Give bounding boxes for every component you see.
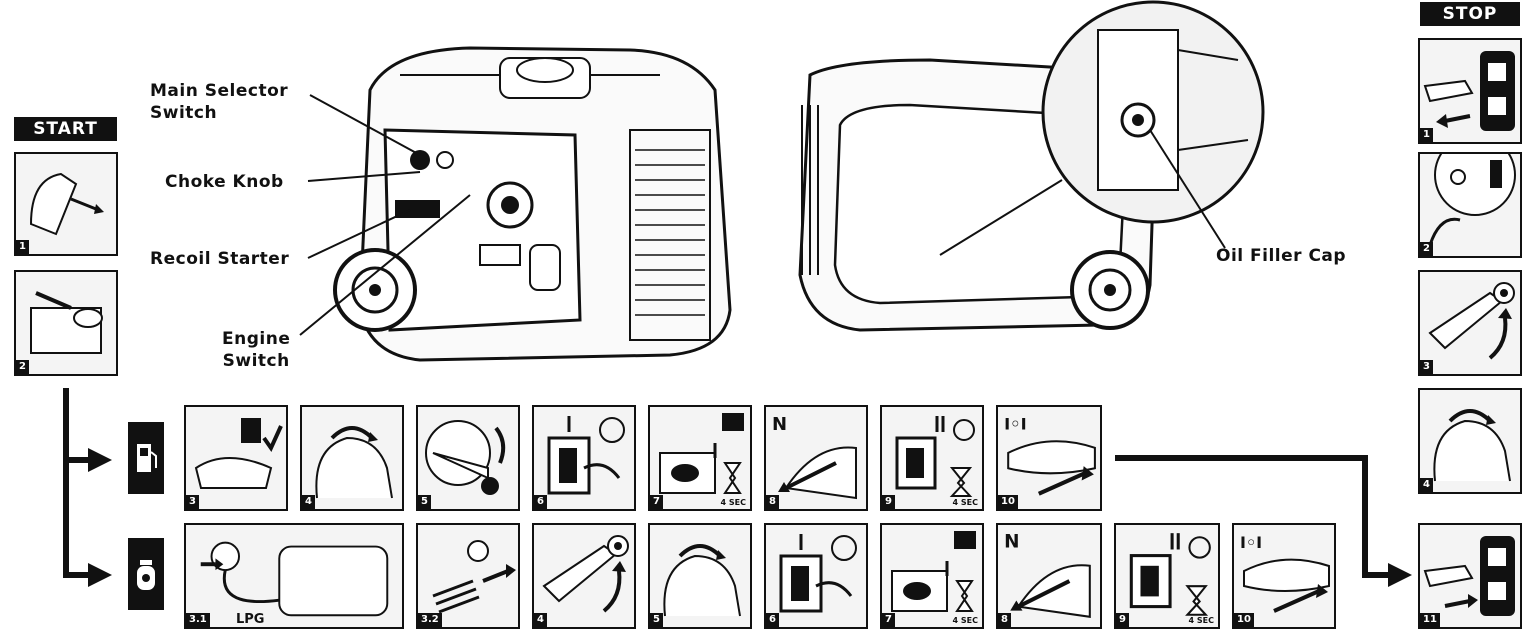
gasoline-step-6-panel: 6 (532, 405, 636, 511)
engine-switch-label: Engine Switch (222, 329, 291, 371)
gasoline-step-9-panel: 4 SEC 9 (880, 405, 984, 511)
gasoline-pump-icon (128, 422, 164, 494)
timer-label: 4 SEC (1188, 616, 1214, 625)
step-number: 6 (766, 613, 779, 627)
start-step-1-panel: 1 (14, 152, 118, 256)
start-step-2-panel: 2 (14, 270, 118, 376)
choke-knob-label: Choke Knob (165, 172, 284, 192)
stop-step-4-panel: 4 (1418, 388, 1522, 494)
step-number: 3.2 (418, 613, 442, 627)
lpg-step-3-2-panel: 3.2 (416, 523, 520, 629)
lpg-step-3-1-panel: LPG 3.1 (184, 523, 404, 629)
step-number: 5 (418, 495, 431, 509)
step-number: 7 (882, 613, 895, 627)
step-number: 8 (998, 613, 1011, 627)
step-number: 2 (1420, 242, 1433, 256)
stop-step-2-panel: 2 (1418, 152, 1522, 258)
lpg-step-9-panel: 4 SEC 9 (1114, 523, 1220, 629)
step-number: 1 (16, 240, 29, 254)
gasoline-step-4-panel: 4 (300, 405, 404, 511)
step-number: 3.1 (186, 613, 210, 627)
gasoline-step-7-panel: 4 SEC 7 (648, 405, 752, 511)
generator-front-illustration (333, 46, 732, 362)
step-number: 5 (650, 613, 663, 627)
gasoline-step-10-panel: I◦I 10 (996, 405, 1102, 511)
timer-label: 4 SEC (952, 616, 978, 625)
step-number: 10 (1234, 613, 1254, 627)
step-number: 10 (998, 495, 1018, 509)
stop-banner: STOP (1420, 2, 1520, 26)
gasoline-step-8-panel: N 8 (764, 405, 868, 511)
step-number: 2 (16, 360, 29, 374)
svg-text:N: N (772, 414, 787, 435)
step-number: 3 (186, 495, 199, 509)
gasoline-step-3-panel: 3 (184, 405, 288, 511)
lpg-tank-icon (128, 538, 164, 610)
svg-text:I◦I: I◦I (1240, 533, 1262, 552)
lpg-step-10-panel: I◦I 10 (1232, 523, 1336, 629)
stop-step-3-panel: 3 (1418, 270, 1522, 376)
step-number: 1 (1420, 128, 1433, 142)
lpg-step-5-panel: 5 (648, 523, 752, 629)
step-number: 9 (882, 495, 895, 509)
step-number: 6 (534, 495, 547, 509)
lpg-step-8-panel: N 8 (996, 523, 1102, 629)
step-number: 4 (1420, 478, 1433, 492)
stop-step-11-panel: 11 (1418, 523, 1522, 629)
step-number: 8 (766, 495, 779, 509)
stop-step-1-panel: 1 (1418, 38, 1522, 144)
start-banner: START (14, 117, 117, 141)
step-number: 11 (1420, 613, 1440, 627)
lpg-label: LPG (236, 612, 265, 627)
lpg-step-6-panel: 6 (764, 523, 868, 629)
oil-filler-detail-circle (1041, 0, 1265, 224)
recoil-starter-label: Recoil Starter (150, 249, 290, 269)
svg-text:N: N (1004, 531, 1019, 552)
lpg-step-4-panel: 4 (532, 523, 636, 629)
step-number: 4 (302, 495, 315, 509)
oil-filler-cap-label: Oil Filler Cap (1216, 246, 1347, 266)
step-number: 7 (650, 495, 663, 509)
gasoline-step-5-panel: 5 (416, 405, 520, 511)
main-selector-switch-label: Main Selector Switch (150, 81, 289, 123)
timer-label: 4 SEC (952, 498, 978, 507)
step-number: 4 (534, 613, 547, 627)
lpg-step-7-panel: 4 SEC 7 (880, 523, 984, 629)
step-number: 3 (1420, 360, 1433, 374)
timer-label: 4 SEC (720, 498, 746, 507)
svg-text:I◦I: I◦I (1004, 414, 1027, 433)
step-number: 9 (1116, 613, 1129, 627)
